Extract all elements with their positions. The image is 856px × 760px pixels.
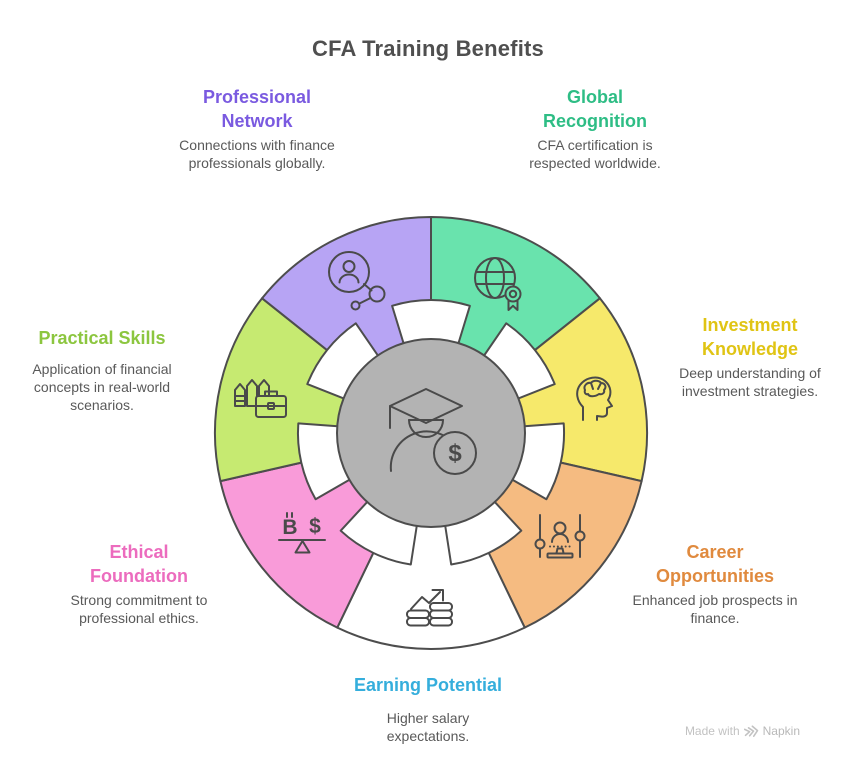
label-professional-network: Professional Network Connections with fi… xyxy=(157,86,357,172)
segment-description: CFA certification is respected worldwide… xyxy=(529,136,661,171)
balance-left-symbol: B xyxy=(282,516,297,539)
segment-description: Deep understanding of investment strateg… xyxy=(679,364,821,399)
watermark-prefix: Made with xyxy=(684,724,740,738)
watermark-brand: Napkin xyxy=(762,724,800,738)
segment-title: Ethical Foundation xyxy=(90,542,188,586)
label-global-recognition: Global Recognition CFA certification is … xyxy=(495,86,695,172)
napkin-logo-icon xyxy=(743,724,758,737)
balance-right-symbol: $ xyxy=(309,515,321,538)
globe-award-icon xyxy=(474,257,522,311)
segment-title: Career Opportunities xyxy=(656,542,774,586)
center-circle xyxy=(336,338,526,528)
segment-description: Strong commitment to professional ethics… xyxy=(70,591,208,626)
label-career-opportunities: Career Opportunities Enhanced job prospe… xyxy=(615,541,815,627)
segment-description: Application of financial concepts in rea… xyxy=(32,360,172,414)
page-title: CFA Training Benefits xyxy=(312,36,544,61)
coins-growth-icon xyxy=(406,589,453,627)
segment-description: Enhanced job prospects in finance. xyxy=(632,591,798,626)
segment-title: Earning Potential xyxy=(353,675,503,695)
segment-title: Investment Knowledge xyxy=(701,315,798,359)
watermark: Made with Napkin xyxy=(685,724,800,738)
graduate-dollar-icon: $ xyxy=(389,388,477,475)
dollar-sign: $ xyxy=(448,440,462,467)
label-practical-skills: Practical Skills Application of financia… xyxy=(2,327,202,414)
balance-icon: B $ xyxy=(278,512,326,554)
buildings-briefcase-icon xyxy=(234,379,287,418)
label-earning-potential: Earning Potential Higher salary expectat… xyxy=(318,674,538,745)
network-icon xyxy=(328,251,386,311)
label-investment-knowledge: Investment Knowledge Deep understanding … xyxy=(650,314,850,400)
segment-description: Connections with finance professionals g… xyxy=(179,136,335,171)
label-ethical-foundation: Ethical Foundation Strong commitment to … xyxy=(39,541,239,627)
segment-title: Professional Network xyxy=(202,87,312,131)
career-path-icon xyxy=(534,514,586,559)
wedge-earning-potential xyxy=(336,432,526,650)
head-brain-icon xyxy=(576,376,613,421)
segment-description: Higher salary expectations. xyxy=(386,709,470,744)
segment-title: Global Recognition xyxy=(543,87,647,131)
segment-title: Practical Skills xyxy=(38,328,166,348)
